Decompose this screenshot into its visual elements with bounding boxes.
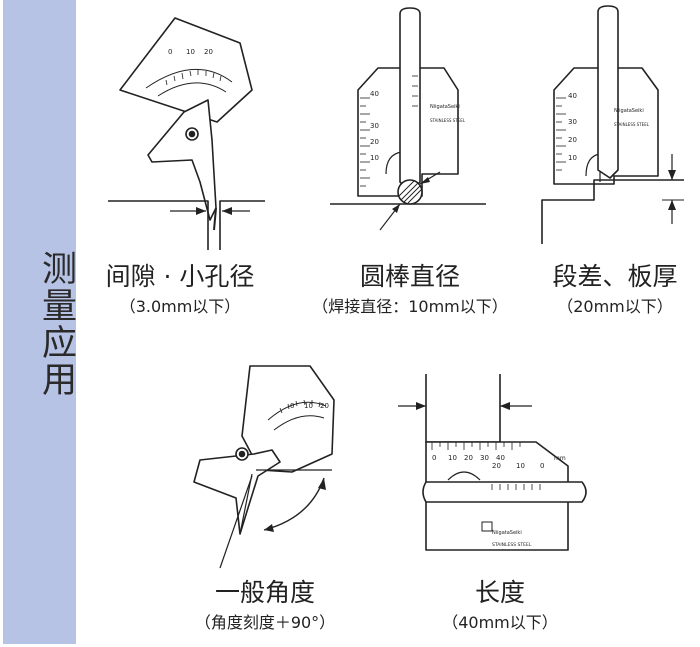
step-subtitle: （20mm以下） (557, 297, 673, 316)
angle-scale-labels: 0 10 20 (290, 402, 329, 410)
length-measure-diagram (398, 374, 587, 551)
scale-20: 20 (370, 138, 379, 146)
angle-label-10: 10 (304, 402, 313, 410)
round-bar-caption: 圆棒直径 （焊接直径：10mm以下） (300, 262, 520, 318)
length-brand: NiigataSeiki (492, 530, 522, 536)
gap-subtitle: （3.0mm以下） (119, 297, 241, 316)
gap-caption: 间隙 · 小孔径 （3.0mm以下） (95, 262, 265, 318)
slider-scale-0: 0 (540, 462, 544, 470)
round-bar-scale-labels: 40 30 20 10 mm NiigataSeiki STAINLESS ST… (370, 90, 466, 162)
length-title: 长度 (474, 578, 525, 607)
angle-scale-0: 0 (168, 48, 172, 56)
length-subtitle: （40mm以下） (442, 613, 558, 632)
angle-title: 一般角度 (214, 578, 315, 607)
angle-scale-20: 20 (204, 48, 213, 56)
length-scale-labels: 0 10 20 30 40 20 10 0 mm NiigataSeiki ST… (432, 454, 566, 548)
slider-scale-20: 20 (492, 462, 501, 470)
sidebar-title: 测量应用 (36, 250, 76, 398)
length-caption: 长度 （40mm以下） (415, 578, 585, 634)
step-caption: 段差、板厚 （20mm以下） (530, 262, 700, 318)
step-scale-40: 40 (568, 92, 577, 100)
round-bar-title: 圆棒直径 (359, 262, 460, 291)
length-unit: mm (554, 455, 566, 462)
length-scale-30: 30 (480, 454, 489, 462)
round-bar-diagram (330, 7, 486, 231)
step-brand: NiigataSeiki (614, 108, 644, 114)
gap-measure-diagram (108, 17, 265, 250)
step-height-diagram (541, 5, 684, 244)
brand-label: NiigataSeiki (430, 104, 460, 110)
angle-measure-diagram (193, 365, 335, 569)
step-scale-10: 10 (568, 154, 577, 162)
sidebar: 测量应用 (3, 0, 76, 644)
angle-label-0: 0 (290, 402, 294, 410)
round-bar-subtitle: （焊接直径：10mm以下） (312, 297, 508, 316)
angle-caption: 一般角度 （角度刻度＋90°） (175, 578, 355, 634)
gap-gauge-scale-labels: 0 10 20 (168, 48, 213, 56)
step-scale-20: 20 (568, 136, 577, 144)
step-scale-labels: 40 30 20 10 NiigataSeiki STAINLESS STEEL (568, 92, 650, 162)
length-scale-0: 0 (432, 454, 436, 462)
scale-30: 30 (370, 122, 379, 130)
angle-label-20: 20 (320, 402, 329, 410)
angle-scale-10: 10 (186, 48, 195, 56)
length-scale-40: 40 (496, 454, 505, 462)
angle-subtitle: （角度刻度＋90°） (194, 613, 336, 632)
scale-40: 40 (370, 90, 379, 98)
step-scale-30: 30 (568, 118, 577, 126)
length-material: STAINLESS STEEL (492, 542, 532, 548)
gap-title: 间隙 · 小孔径 (105, 262, 255, 291)
step-material: STAINLESS STEEL (614, 122, 650, 127)
material-label: STAINLESS STEEL (430, 118, 466, 123)
step-title: 段差、板厚 (552, 262, 678, 291)
length-scale-10: 10 (448, 454, 457, 462)
scale-10: 10 (370, 154, 379, 162)
slider-scale-10: 10 (516, 462, 525, 470)
length-scale-20: 20 (464, 454, 473, 462)
